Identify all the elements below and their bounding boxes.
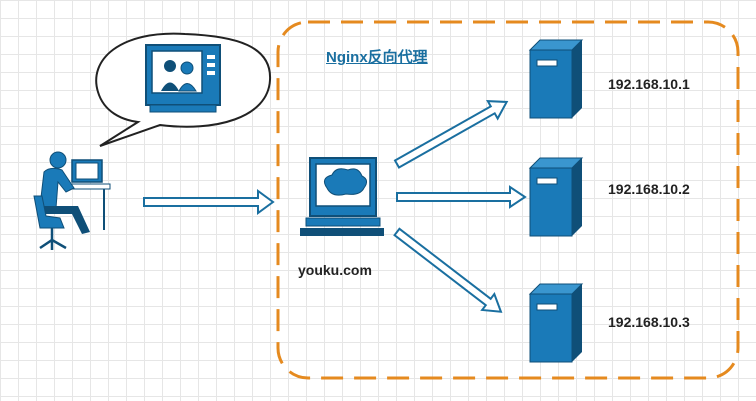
user-at-computer-icon xyxy=(33,151,111,250)
diagram-title: Nginx反向代理 xyxy=(326,49,428,66)
proxy-boundary xyxy=(276,20,740,380)
server-tower-icon xyxy=(528,157,584,237)
proxy-terminal-icon xyxy=(300,157,384,236)
server-3-ip-label: 192.168.10.3 xyxy=(608,314,690,330)
server-tower-icon xyxy=(528,39,584,119)
proxy-to-server-3-arrow xyxy=(393,227,503,313)
server-1-ip-label: 192.168.10.1 xyxy=(608,76,690,92)
proxy-domain-label: youku.com xyxy=(298,262,372,278)
proxy-to-server-1-arrow xyxy=(393,100,509,169)
tv-speech-bubble-icon xyxy=(95,32,272,147)
request-arrow xyxy=(143,189,275,215)
proxy-to-server-2-arrow xyxy=(396,185,527,209)
server-2-ip-label: 192.168.10.2 xyxy=(608,181,690,197)
server-tower-icon xyxy=(528,283,584,363)
